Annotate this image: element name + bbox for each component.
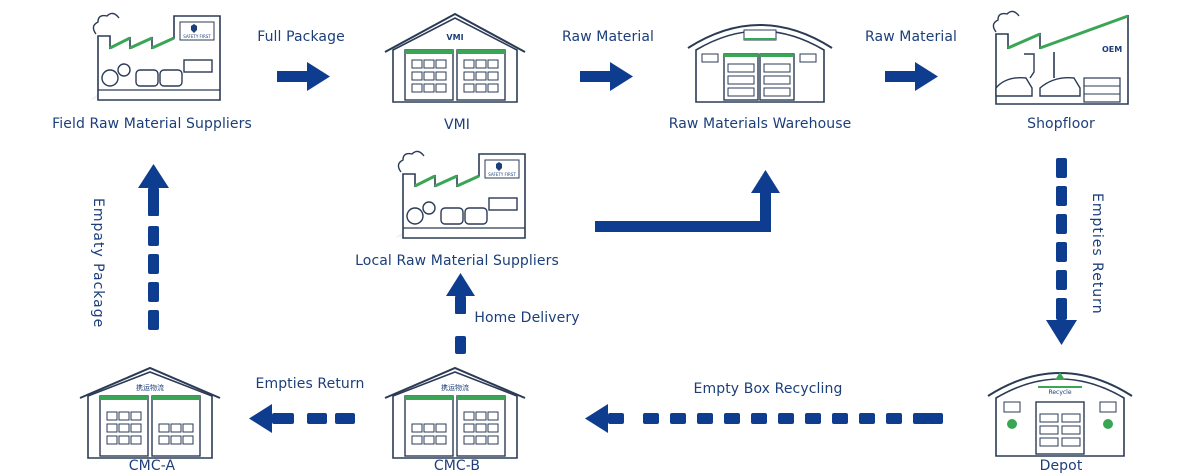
svg-text:Recycle: Recycle: [1048, 389, 1071, 396]
full-package-label: Full Package: [257, 29, 345, 45]
empties-return-down-arrow: [1046, 158, 1077, 345]
svg-text:OEM: OEM: [1102, 45, 1122, 54]
cmc-b-label: CMC-B: [433, 458, 481, 474]
cmc-b-warehouse-icon: 携运物流: [384, 366, 526, 459]
empty-box-recycling-arrow: [585, 404, 943, 433]
full-package-arrow: [277, 62, 330, 91]
svg-text:SAFETY FIRST: SAFETY FIRST: [183, 34, 211, 39]
home-delivery-label: Home Delivery: [474, 310, 580, 326]
svg-text:携运物流: 携运物流: [136, 383, 164, 392]
shopfloor-plant-icon: OEM: [992, 10, 1129, 105]
empties-return-vertical-label: Empties Return: [1089, 193, 1105, 315]
raw-material-arrow-1: [580, 62, 633, 91]
raw-materials-warehouse-icon: [687, 24, 833, 103]
raw-material-arrow-2: [885, 62, 938, 91]
raw-material-label-1: Raw Material: [562, 29, 654, 45]
empties-return-left-arrow: [249, 404, 355, 433]
cmc-a-label: CMC-A: [128, 458, 176, 474]
local-suppliers-label: Local Raw Material Suppliers: [355, 253, 559, 269]
depot-label: Depot: [1039, 458, 1083, 474]
local-suppliers-factory-icon: SAFETY FIRST: [395, 150, 526, 239]
local-to-warehouse-arrow: [595, 170, 780, 232]
svg-text:VMI: VMI: [446, 33, 463, 42]
cmc-a-warehouse-icon: 携运物流: [79, 366, 221, 459]
vmi-label: VMI: [443, 117, 471, 133]
raw-warehouse-label: Raw Materials Warehouse: [668, 116, 852, 132]
field-suppliers-label: Field Raw Material Suppliers: [52, 116, 252, 132]
empties-return-bottom-label: Empties Return: [255, 376, 365, 392]
empaty-package-vertical-label: Empaty Package: [90, 198, 106, 329]
field-suppliers-factory-icon: SAFETY FIRST: [90, 12, 221, 101]
vmi-warehouse-icon: VMI: [384, 12, 526, 103]
home-delivery-arrow: [446, 273, 475, 354]
shopfloor-label: Shopfloor: [1027, 116, 1095, 132]
empaty-package-arrow: [138, 164, 169, 330]
raw-material-label-2: Raw Material: [865, 29, 957, 45]
svg-text:SAFETY FIRST: SAFETY FIRST: [488, 172, 516, 177]
svg-text:携运物流: 携运物流: [441, 383, 469, 392]
depot-recycle-warehouse-icon: Recycle: [987, 372, 1133, 457]
empty-box-recycling-label: Empty Box Recycling: [693, 381, 843, 397]
